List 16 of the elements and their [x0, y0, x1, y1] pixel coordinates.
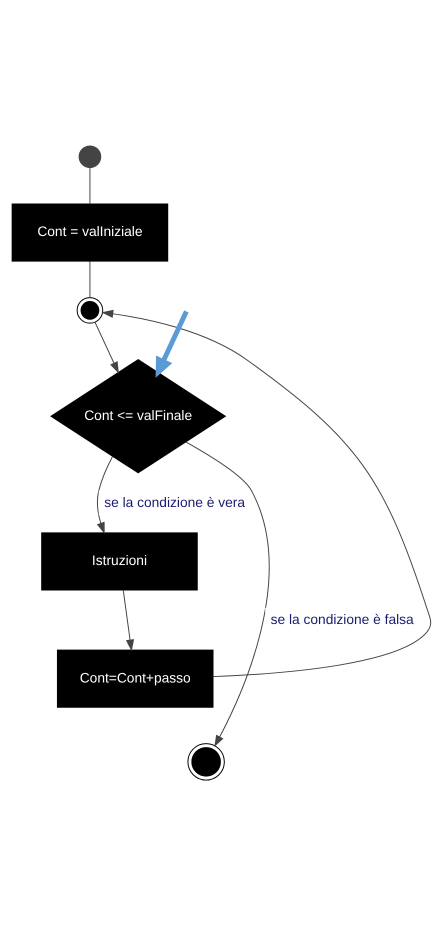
node-circle: [78, 144, 102, 168]
node-circle: [187, 742, 225, 780]
arrow: [101, 309, 432, 677]
connector: [89, 260, 90, 298]
arrow: [186, 441, 270, 747]
arrow: [96, 456, 114, 534]
edge-label: se la condizione è falsa: [270, 612, 414, 627]
edge-label: se la condizione è vera: [104, 494, 246, 510]
arrow: [156, 310, 189, 378]
node-box: Cont=Cont+passo: [56, 649, 214, 708]
node-circle: [76, 296, 104, 324]
arrow: [94, 321, 119, 374]
arrow: [122, 589, 134, 651]
node-box: Istruzioni: [41, 532, 198, 590]
node-box: Cont = valIniziale: [12, 203, 168, 262]
connector: [89, 166, 90, 204]
